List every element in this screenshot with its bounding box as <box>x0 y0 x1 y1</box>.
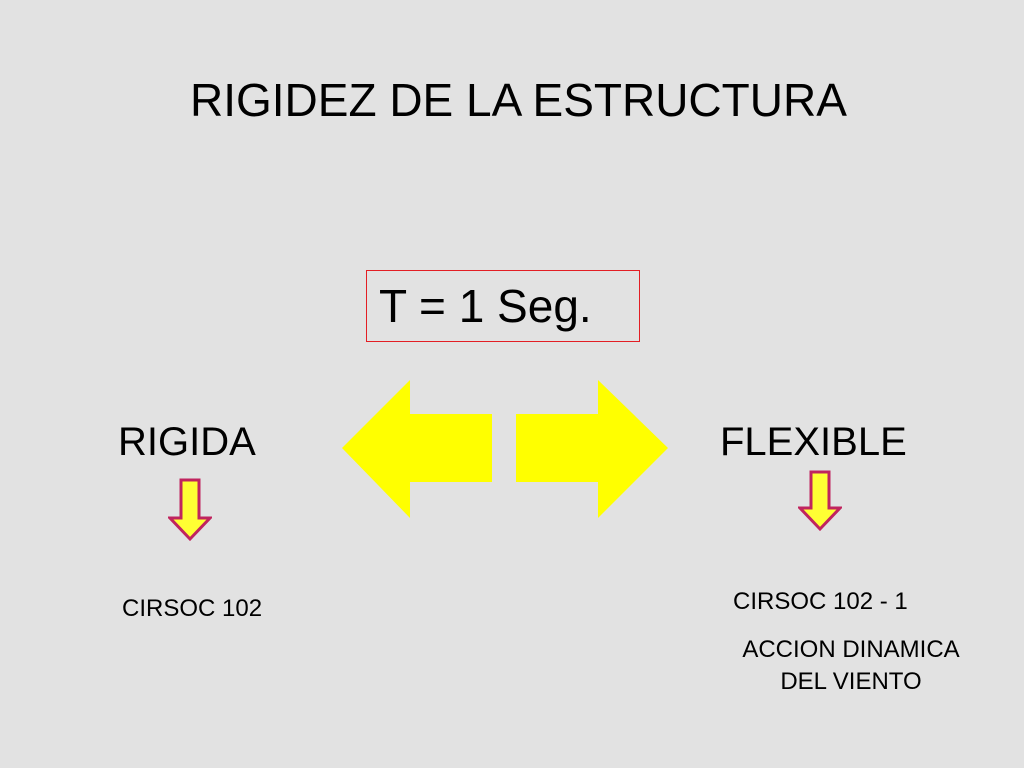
period-label: T = 1 Seg. <box>379 280 592 332</box>
arrow-down-icon <box>798 470 842 532</box>
flexible-code: CIRSOC 102 - 1 <box>733 588 908 615</box>
left-right-arrows-icon <box>342 380 668 518</box>
slide-title: RIGIDEZ DE LA ESTRUCTURA <box>190 74 847 126</box>
flexible-note: ACCION DINAMICA DEL VIENTO <box>742 636 960 695</box>
rigid-label: RIGIDA <box>118 420 256 464</box>
flexible-label: FLEXIBLE <box>720 420 907 464</box>
arrow-down-icon <box>168 478 212 542</box>
right-arrow-icon <box>516 380 668 518</box>
rigid-code: CIRSOC 102 <box>122 595 263 622</box>
period-box: T = 1 Seg. <box>366 270 640 342</box>
left-arrow-icon <box>342 380 492 518</box>
